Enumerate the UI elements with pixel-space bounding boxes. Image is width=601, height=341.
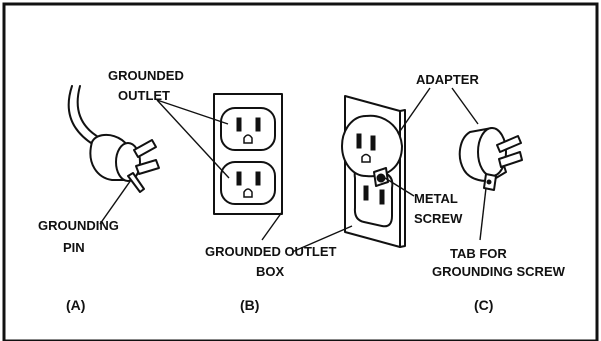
grounding-pin-label-line1: GROUNDING	[38, 218, 119, 233]
metal-screw-label-line1: METAL	[414, 191, 458, 206]
panel-a-label: (A)	[66, 297, 85, 313]
power-cord	[67, 85, 95, 146]
tab-label-line1: TAB FOR	[450, 246, 507, 261]
top-receptacle	[220, 107, 276, 151]
adapter-prong-lower	[498, 151, 523, 168]
plug-prong-lower	[135, 159, 160, 175]
plug-with-cord	[67, 85, 160, 225]
outlet-box-label-line1: GROUNDED OUTLET	[205, 244, 337, 259]
plug-prong-upper	[133, 139, 157, 158]
grounding-pin	[127, 172, 145, 193]
bottom-receptacle	[220, 161, 276, 205]
adapter-prong-upper	[496, 135, 522, 153]
outlet-box-label-line2: BOX	[256, 264, 285, 279]
tab-label-line2: GROUNDING SCREW	[432, 264, 566, 279]
metal-screw-label-line2: SCREW	[414, 211, 463, 226]
standalone-adapter	[397, 87, 523, 241]
grounded-outlet-label-line1: GROUNDED	[108, 68, 184, 83]
outlet-box-with-adapter	[261, 95, 415, 253]
grounded-outlet	[156, 93, 283, 215]
adapter-label: ADAPTER	[416, 72, 479, 87]
panel-b-label: (B)	[240, 297, 259, 313]
panel-c-label: (C)	[474, 297, 493, 313]
grounded-outlet-label-line2: OUTLET	[118, 88, 170, 103]
metal-screw	[376, 173, 386, 183]
grounding-pin-label-line2: PIN	[63, 240, 85, 255]
